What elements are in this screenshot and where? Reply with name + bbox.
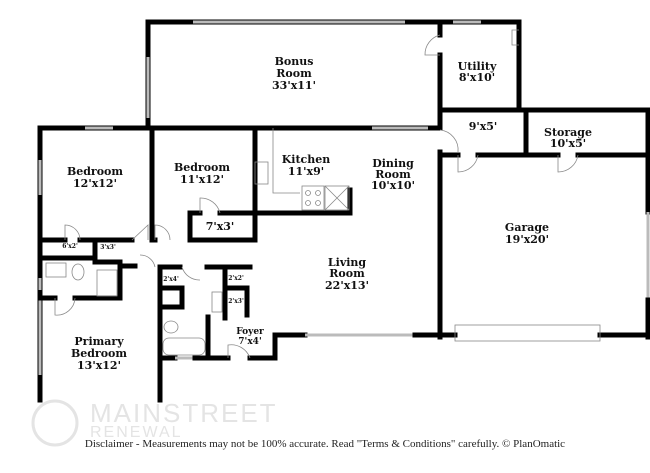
bonus-room-label-2: Room bbox=[276, 67, 312, 80]
bedroom-size: 12'x12' bbox=[73, 177, 117, 190]
kitchen-size: 11'x9' bbox=[288, 165, 324, 178]
bathtub-icon bbox=[162, 337, 206, 356]
garage-label: Garage bbox=[505, 221, 549, 234]
primary-bedroom-label-2: Bedroom bbox=[71, 347, 127, 360]
bedroom-2-size: 11'x12' bbox=[180, 173, 224, 186]
closet-size: 2'x4' bbox=[163, 276, 179, 283]
sink-icon bbox=[254, 161, 269, 185]
bonus-room-label: Bonus bbox=[275, 55, 314, 68]
fridge-icon bbox=[324, 185, 350, 211]
living-label: Living bbox=[328, 256, 366, 269]
closet-size: 7'x3' bbox=[206, 220, 235, 233]
sink-icon bbox=[211, 291, 223, 313]
toilet-icon bbox=[163, 320, 179, 334]
living-label-2: Room bbox=[329, 267, 365, 280]
utility-label: Utility bbox=[458, 60, 497, 73]
sink-icon bbox=[45, 262, 67, 278]
storage-label: Storage bbox=[544, 126, 592, 139]
dining-label: Dining bbox=[372, 157, 414, 170]
bedroom-label: Bedroom bbox=[67, 165, 123, 178]
dining-size: 10'x10' bbox=[371, 179, 415, 192]
closet-size: 6'x2' bbox=[62, 243, 78, 250]
foyer-label: Foyer bbox=[236, 327, 264, 337]
room-labels: Bonus Room 33'x11' Utility 8'x10' 9'x5' … bbox=[62, 55, 592, 372]
living-size: 22'x13' bbox=[325, 279, 369, 292]
garage-size: 19'x20' bbox=[505, 233, 549, 246]
shower-icon bbox=[96, 269, 118, 297]
primary-bedroom-label: Primary bbox=[74, 335, 124, 348]
closet-size: 2'x2' bbox=[228, 275, 244, 282]
stove-icon bbox=[301, 185, 325, 211]
primary-bedroom-size: 13'x12' bbox=[77, 359, 121, 372]
closet-size: 2'x3' bbox=[228, 298, 244, 305]
watermark-text: MAINSTREET bbox=[90, 398, 278, 428]
doors bbox=[54, 29, 579, 359]
closet-size: 3'x3' bbox=[100, 244, 116, 251]
hall-closet-size: 9'x5' bbox=[469, 120, 498, 133]
walls bbox=[37, 19, 650, 403]
foyer-size: 7'x4' bbox=[238, 337, 261, 347]
utility-size: 8'x10' bbox=[459, 71, 495, 84]
bonus-room-size: 33'x11' bbox=[272, 79, 316, 92]
dining-label-2: Room bbox=[375, 168, 411, 181]
storage-size: 10'x5' bbox=[550, 137, 586, 150]
kitchen-label: Kitchen bbox=[282, 153, 331, 166]
disclaimer: Disclaimer - Measurements may not be 100… bbox=[84, 438, 566, 450]
bedroom-2-label: Bedroom bbox=[174, 161, 230, 174]
toilet-icon bbox=[71, 263, 85, 281]
fixtures bbox=[45, 128, 350, 356]
watermark-text-2: RENEWAL bbox=[90, 424, 183, 441]
